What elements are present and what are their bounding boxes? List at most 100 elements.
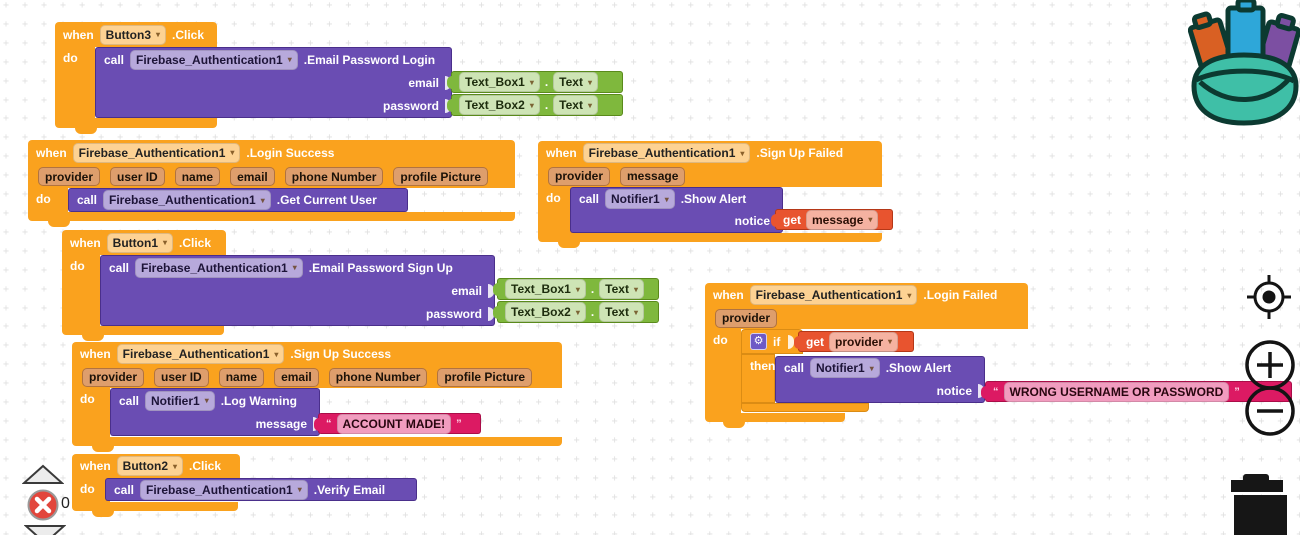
chevron-down-icon: ▾: [173, 461, 178, 471]
event-name: .Sign Up Failed: [756, 146, 844, 160]
param-chip[interactable]: email: [230, 167, 275, 186]
param-chip[interactable]: provider: [715, 308, 778, 328]
block-foot: [72, 502, 238, 511]
arg-label: message: [255, 416, 307, 431]
arg-label: email: [451, 283, 482, 298]
getter-textbox1-text[interactable]: Text_Box1▾ . Text▾: [493, 278, 659, 300]
component-dropdown[interactable]: Firebase_Authentication1▾: [130, 49, 298, 70]
string-value[interactable]: WRONG USERNAME OR PASSWORD: [1003, 381, 1230, 402]
event-block-button2-click[interactable]: when Button2▾ .Click: [72, 454, 240, 478]
zoom-out-button[interactable]: [1245, 386, 1295, 436]
trash-lid-handle: [1243, 474, 1269, 481]
param-chip[interactable]: provider: [548, 166, 611, 186]
component-dropdown[interactable]: Button3▾: [99, 24, 167, 45]
param-chip[interactable]: name: [174, 167, 221, 186]
error-indicator-icon[interactable]: [27, 489, 59, 521]
component-dropdown[interactable]: Notifier1▾: [605, 189, 675, 209]
component-dropdown[interactable]: Firebase_Authentication1▾: [140, 479, 308, 500]
center-workspace-icon[interactable]: [1246, 274, 1292, 320]
param-chip[interactable]: profile Picture: [393, 167, 489, 186]
getter-textbox1-text[interactable]: Text_Box1▾ . Text▾: [447, 71, 623, 93]
event-params-row: provider user ID name email phone Number…: [72, 366, 562, 388]
component-dropdown[interactable]: Firebase_Authentication1▾: [103, 190, 271, 210]
event-block-button3-click[interactable]: when Button3▾ .Click: [55, 22, 217, 47]
chevron-down-icon: ▾: [888, 337, 893, 346]
get-provider-block[interactable]: get provider▾: [794, 331, 914, 352]
param-chip[interactable]: profile Picture: [437, 367, 533, 387]
event-name: .Click: [189, 459, 222, 473]
chevron-down-icon: ▾: [664, 194, 669, 204]
component-dropdown[interactable]: Button2▾: [116, 456, 184, 476]
event-name: .Sign Up Success: [290, 347, 392, 361]
component-dropdown[interactable]: Firebase_Authentication1▾: [749, 285, 918, 305]
chevron-down-icon: ▾: [868, 215, 873, 224]
call-verify-email[interactable]: call Firebase_Authentication1▾ .Verify E…: [105, 478, 417, 501]
param-chip[interactable]: name: [218, 367, 265, 387]
call-get-current-user[interactable]: call Firebase_Authentication1▾ .Get Curr…: [68, 188, 408, 212]
param-chip[interactable]: phone Number: [328, 367, 428, 387]
param-chip[interactable]: phone Number: [284, 167, 384, 186]
component-dropdown[interactable]: Button1▾: [106, 232, 174, 253]
component-dropdown[interactable]: Notifier1▾: [145, 390, 215, 411]
call-email-password-login[interactable]: call Firebase_Authentication1▾ .Email Pa…: [95, 47, 452, 118]
chevron-down-icon: ▾: [587, 77, 592, 87]
param-chip[interactable]: message: [620, 166, 686, 186]
block-foot: [28, 212, 515, 221]
call-show-alert[interactable]: call Notifier1▾ .Show Alert notice: [775, 356, 985, 403]
call-email-password-signup[interactable]: call Firebase_Authentication1▾ .Email Pa…: [100, 255, 495, 326]
param-chip[interactable]: user ID: [154, 367, 209, 387]
param-chip[interactable]: provider: [38, 167, 101, 186]
event-block-login-success[interactable]: when Firebase_Authentication1▾ .Login Su…: [28, 140, 515, 165]
getter-textbox2-text[interactable]: Text_Box2▾ . Text▾: [493, 301, 659, 323]
arg-label: notice: [734, 214, 770, 228]
component-dropdown[interactable]: Firebase_Authentication1▾: [116, 344, 285, 364]
param-chip[interactable]: provider: [82, 367, 145, 387]
getter-textbox2-text[interactable]: Text_Box2▾ . Text▾: [447, 94, 623, 116]
variable-dropdown[interactable]: message▾: [806, 209, 879, 230]
event-block-login-failed[interactable]: when Firebase_Authentication1▾ .Login Fa…: [705, 283, 1028, 307]
variable-dropdown[interactable]: provider▾: [829, 331, 899, 352]
do-slot: do: [72, 478, 110, 502]
block-bottom-tab: [82, 335, 104, 341]
backpack-icon[interactable]: [1187, 0, 1300, 127]
text-string-account-made[interactable]: “ ACCOUNT MADE! ”: [314, 413, 481, 434]
call-show-alert[interactable]: call Notifier1▾ .Show Alert notice: [570, 187, 783, 233]
chevron-down-icon: ▾: [587, 100, 592, 110]
if-block-foot: [741, 403, 869, 412]
param-chip[interactable]: user ID: [110, 167, 165, 186]
chevron-down-icon: ▾: [907, 290, 912, 300]
chevron-down-icon: ▾: [575, 284, 580, 294]
chevron-down-icon: ▾: [287, 55, 292, 64]
block-foot: [62, 326, 224, 335]
method-name: .Get Current User: [276, 193, 377, 207]
chevron-down-icon: ▾: [297, 485, 302, 494]
string-value[interactable]: ACCOUNT MADE!: [336, 413, 452, 434]
call-log-warning[interactable]: call Notifier1▾ .Log Warning message: [110, 388, 320, 436]
chevron-down-icon: ▾: [230, 148, 235, 157]
zoom-in-button[interactable]: [1245, 340, 1295, 390]
component-dropdown[interactable]: Firebase_Authentication1▾: [582, 143, 751, 163]
collapse-warnings-arrow[interactable]: [21, 464, 65, 485]
component-dropdown[interactable]: Firebase_Authentication1▾: [135, 257, 303, 278]
get-message-block[interactable]: get message▾: [771, 209, 893, 230]
close-quote: ”: [456, 417, 462, 430]
trash-can[interactable]: [1234, 495, 1287, 535]
chevron-down-icon: ▾: [529, 100, 534, 110]
component-dropdown[interactable]: Firebase_Authentication1▾: [72, 142, 241, 163]
method-name: .Verify Email: [313, 482, 386, 497]
block-bottom-tab: [723, 422, 745, 428]
method-name: .Email Password Login: [303, 52, 436, 67]
chevron-down-icon: ▾: [292, 263, 297, 272]
open-quote: “: [326, 417, 332, 430]
event-block-button1-click[interactable]: when Button1▾ .Click: [62, 230, 226, 255]
then-slot: then: [741, 354, 775, 403]
expand-errors-arrow[interactable]: [23, 524, 67, 535]
mutator-gear-icon[interactable]: ⚙: [750, 333, 767, 350]
event-params-row: provider: [705, 307, 1028, 329]
param-chip[interactable]: email: [274, 367, 319, 387]
text-string-wrong-username[interactable]: “ WRONG USERNAME OR PASSWORD ”: [981, 381, 1292, 402]
event-block-signup-failed[interactable]: when Firebase_Authentication1▾ .Sign Up …: [538, 141, 882, 165]
event-block-signup-success[interactable]: when Firebase_Authentication1▾ .Sign Up …: [72, 342, 562, 366]
component-dropdown[interactable]: Notifier1▾: [810, 358, 880, 379]
